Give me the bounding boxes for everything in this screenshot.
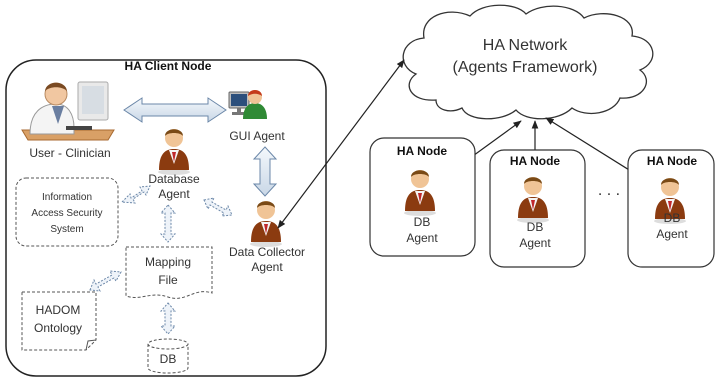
mapping-hadom-arrow: [89, 270, 122, 292]
data-collector-label-line1: Data Collector: [229, 245, 305, 259]
gui-agent-icon: [228, 90, 267, 119]
ha-node-2: HA Node DB Agent: [489, 149, 586, 268]
mapping-db-arrow: [159, 302, 177, 335]
db-agent-line2: Agent: [656, 227, 688, 241]
data-collector-label-line2: Agent: [251, 260, 283, 274]
mapping-file-line1: Mapping: [145, 255, 191, 269]
security-db-agent-arrow: [120, 185, 151, 204]
hadom-line1: HADOM: [36, 303, 81, 317]
user-gui-block-arrow: [123, 97, 227, 123]
gui-agent-label: GUI Agent: [229, 129, 285, 143]
database-agent-label-line2: Agent: [158, 187, 190, 201]
network-title-line1: HA Network: [483, 37, 568, 54]
db-agent-line1: DB: [527, 220, 544, 234]
db-agent-line1: DB: [414, 215, 431, 229]
hadom-ontology-document: [21, 291, 97, 351]
db-agent-line2: Agent: [406, 231, 438, 245]
user-clinician-label: User - Clinician: [29, 146, 110, 160]
ha-network-cloud: [402, 4, 654, 120]
db-cylinder: [147, 338, 189, 374]
info-security-line2: Access Security: [31, 208, 102, 219]
ha-node-title: HA Node: [510, 154, 561, 168]
ha-node-title: HA Node: [397, 144, 448, 158]
info-security-box: [15, 177, 119, 247]
network-title-line2: (Agents Framework): [453, 59, 598, 76]
mapping-file-line2: File: [158, 273, 178, 287]
db-agent-mapping-arrow: [159, 204, 177, 243]
db-agent-line1: DB: [664, 211, 681, 225]
collector-network-connector: [277, 59, 405, 229]
database-agent-label-line1: Database: [148, 172, 200, 186]
mapping-file-document: [125, 246, 213, 299]
gui-collector-block-arrow: [252, 146, 278, 197]
client-node-title: HA Client Node: [125, 59, 212, 73]
ha-node-1: HA Node DB Agent: [369, 137, 476, 257]
hadom-line2: Ontology: [34, 321, 82, 335]
user-clinician-icon: [21, 81, 115, 141]
info-security-line1: Information: [42, 192, 92, 203]
ha-node-3: HA Node DB Agent: [627, 149, 715, 268]
info-security-line3: System: [50, 224, 83, 235]
db-agent-line2: Agent: [519, 236, 551, 250]
ha-node-title: HA Node: [647, 154, 698, 168]
db-label: DB: [160, 352, 177, 366]
more-nodes-ellipsis: . . .: [598, 182, 620, 199]
db-agent-collector-arrow: [203, 197, 233, 217]
